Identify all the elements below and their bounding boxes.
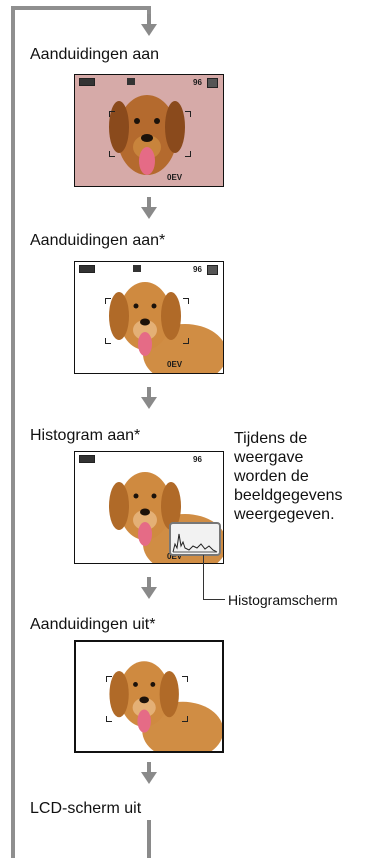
focus-frame-icon [182,676,188,682]
loop-line-vertical [11,6,15,858]
histogram-graph [172,533,218,553]
focus-frame-icon [109,151,115,157]
step-label-4: Aanduidingen uit* [30,616,156,633]
step-label-3: Histogram aan* [30,427,141,444]
down-arrow-icon [141,762,157,784]
callout-line-vertical [203,555,204,599]
down-arrow-icon [141,14,157,36]
focus-frame-icon [105,338,111,344]
focus-frame-icon [109,111,115,117]
dog-photo [76,642,222,751]
histogram-note-line-2: weergave [234,449,304,466]
focus-frame-icon [183,298,189,304]
focus-frame-icon [106,676,112,682]
exposure-value: 0EV [167,360,183,369]
bottom-connector [147,820,151,858]
lcd-screen-3: 96 0EV [74,451,224,564]
loop-line-top [11,6,151,10]
exposure-value: 0EV [167,552,183,561]
down-arrow-icon [141,197,157,219]
focus-frame-icon [185,151,191,157]
histogram-display [169,522,221,556]
focus-frame-icon [106,716,112,722]
lcd-screen-4 [74,640,224,753]
battery-icon [79,78,95,86]
image-count: 96 [193,455,202,464]
callout-line-horizontal [203,599,225,600]
memory-card-icon [207,265,218,275]
focus-frame-icon [183,338,189,344]
focus-frame-icon [185,111,191,117]
histogram-note-line-5: weergegeven. [234,506,335,523]
lcd-screen-2: 96 0EV [74,261,224,374]
down-arrow-icon [141,387,157,409]
image-count: 96 [193,265,202,274]
histogram-note-line-1: Tijdens de [234,430,308,447]
memory-card-icon [207,78,218,88]
exposure-value: 0EV [167,173,183,182]
lcd-screen-1: 96 0EV [74,74,224,187]
loop-line-top-drop [147,6,151,18]
memory-card-icon [133,265,141,272]
battery-icon [79,265,95,273]
down-arrow-icon [141,577,157,599]
step-label-5: LCD-scherm uit [30,800,142,817]
step-label-1: Aanduidingen aan [30,46,160,63]
image-count: 96 [193,78,202,87]
focus-frame-icon [182,716,188,722]
focus-frame-icon [105,298,111,304]
battery-icon [79,455,95,463]
step-label-2: Aanduidingen aan* [30,232,166,249]
memory-card-icon [127,78,135,85]
histogram-callout-label: Histogramscherm [228,592,338,608]
histogram-note-line-4: beeldgegevens [234,487,343,504]
histogram-note-line-3: worden de [234,468,309,485]
dog-photo [75,262,223,373]
dog-photo [75,75,223,186]
